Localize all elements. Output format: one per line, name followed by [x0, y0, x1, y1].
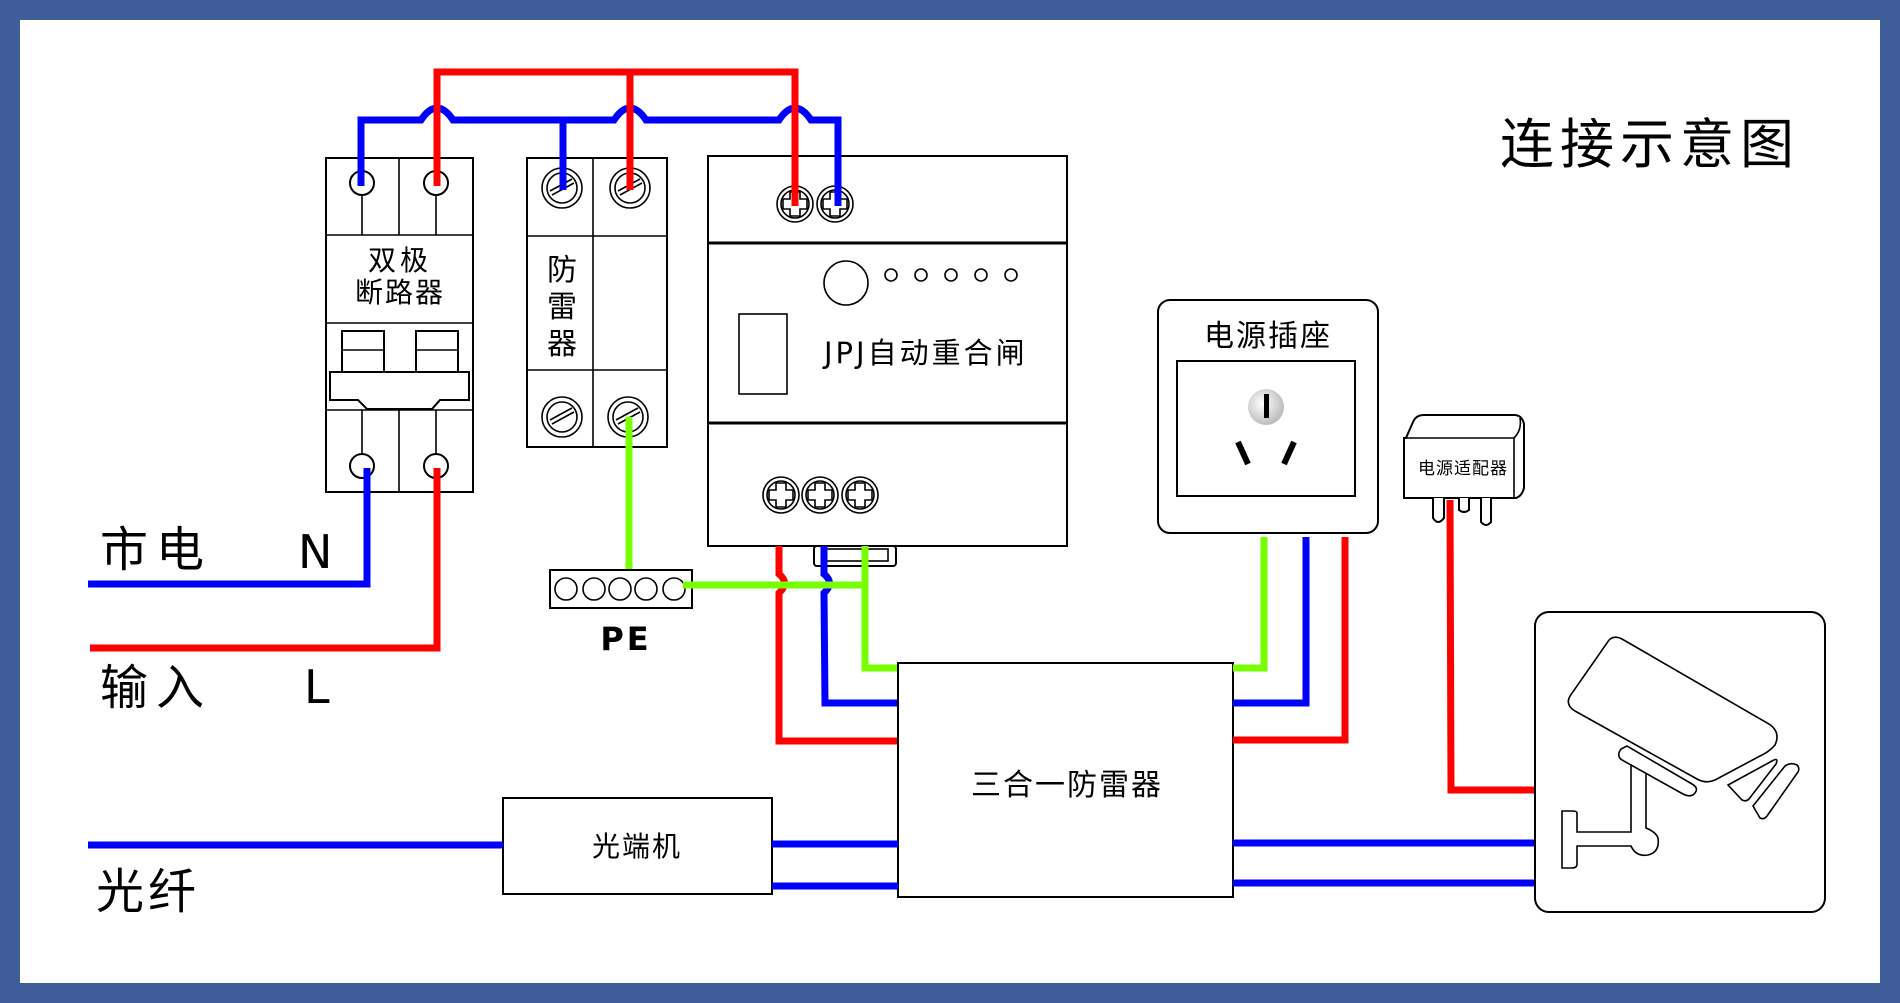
mains-label: 市电: [100, 522, 212, 578]
power-adapter-label: 电源适配器: [1418, 459, 1508, 479]
spd-screw-bottom-left: [541, 396, 583, 438]
ground-output-wire: [861, 546, 898, 672]
spd-label-char-2: 雷: [547, 290, 577, 325]
breaker-label-line2: 断路器: [355, 276, 445, 309]
power-adapter: 电源适配器: [1403, 414, 1525, 526]
pe-ground-bar: PE: [549, 569, 693, 658]
socket-neutral-wire: [1233, 537, 1310, 707]
socket-ground-wire: [1233, 537, 1268, 672]
recloser-display-window: [738, 313, 788, 395]
recloser-knob: [823, 260, 869, 306]
power-socket-label: 电源插座: [1204, 319, 1332, 354]
breaker-bar: [329, 371, 470, 410]
fiber-label: 光纤: [96, 864, 200, 920]
recloser-screw-bottom-3: [841, 476, 879, 514]
socket-hole-left: [1235, 440, 1251, 466]
power-socket: 电源插座: [1157, 299, 1379, 534]
three-in-one-label: 三合一防雷器: [971, 768, 1163, 803]
camera-box: [1534, 611, 1826, 913]
diagram-title: 连接示意图: [1500, 113, 1800, 176]
pe-label: PE: [600, 620, 651, 658]
breaker-handle-left: [341, 330, 385, 377]
socket-live-wire: [1233, 537, 1349, 744]
recloser-screw-bottom-2: [801, 476, 839, 514]
live-label: L: [304, 660, 330, 714]
input-label: 输入: [100, 660, 212, 716]
recloser-label: JPJ自动重合闸: [822, 336, 1028, 370]
spd-label-char-3: 器: [547, 327, 577, 362]
optical-transceiver-label: 光端机: [592, 830, 682, 863]
recloser-screw-bottom-1: [762, 476, 800, 514]
double-pole-breaker: 双极 断路器: [325, 157, 474, 493]
breaker-handle-right: [415, 330, 459, 377]
cctv-camera-icon: [1561, 636, 1800, 869]
mains-live-wire: [90, 468, 441, 652]
mains-neutral-wire: [88, 468, 371, 588]
adapter-camera-wire: [1446, 499, 1535, 794]
surge-protector: 防 雷 器: [526, 157, 668, 448]
optical-transceiver: [502, 797, 773, 895]
spd-label-char-1: 防: [547, 253, 577, 288]
neutral-label: N: [298, 525, 332, 579]
jpj-auto-recloser: JPJ自动重合闸: [707, 155, 1068, 567]
three-in-one-surge-protector: [897, 662, 1234, 898]
socket-hole-right: [1281, 440, 1297, 466]
recloser-indicator-lights: [884, 268, 1018, 282]
breaker-label-line1: 双极: [368, 244, 432, 277]
